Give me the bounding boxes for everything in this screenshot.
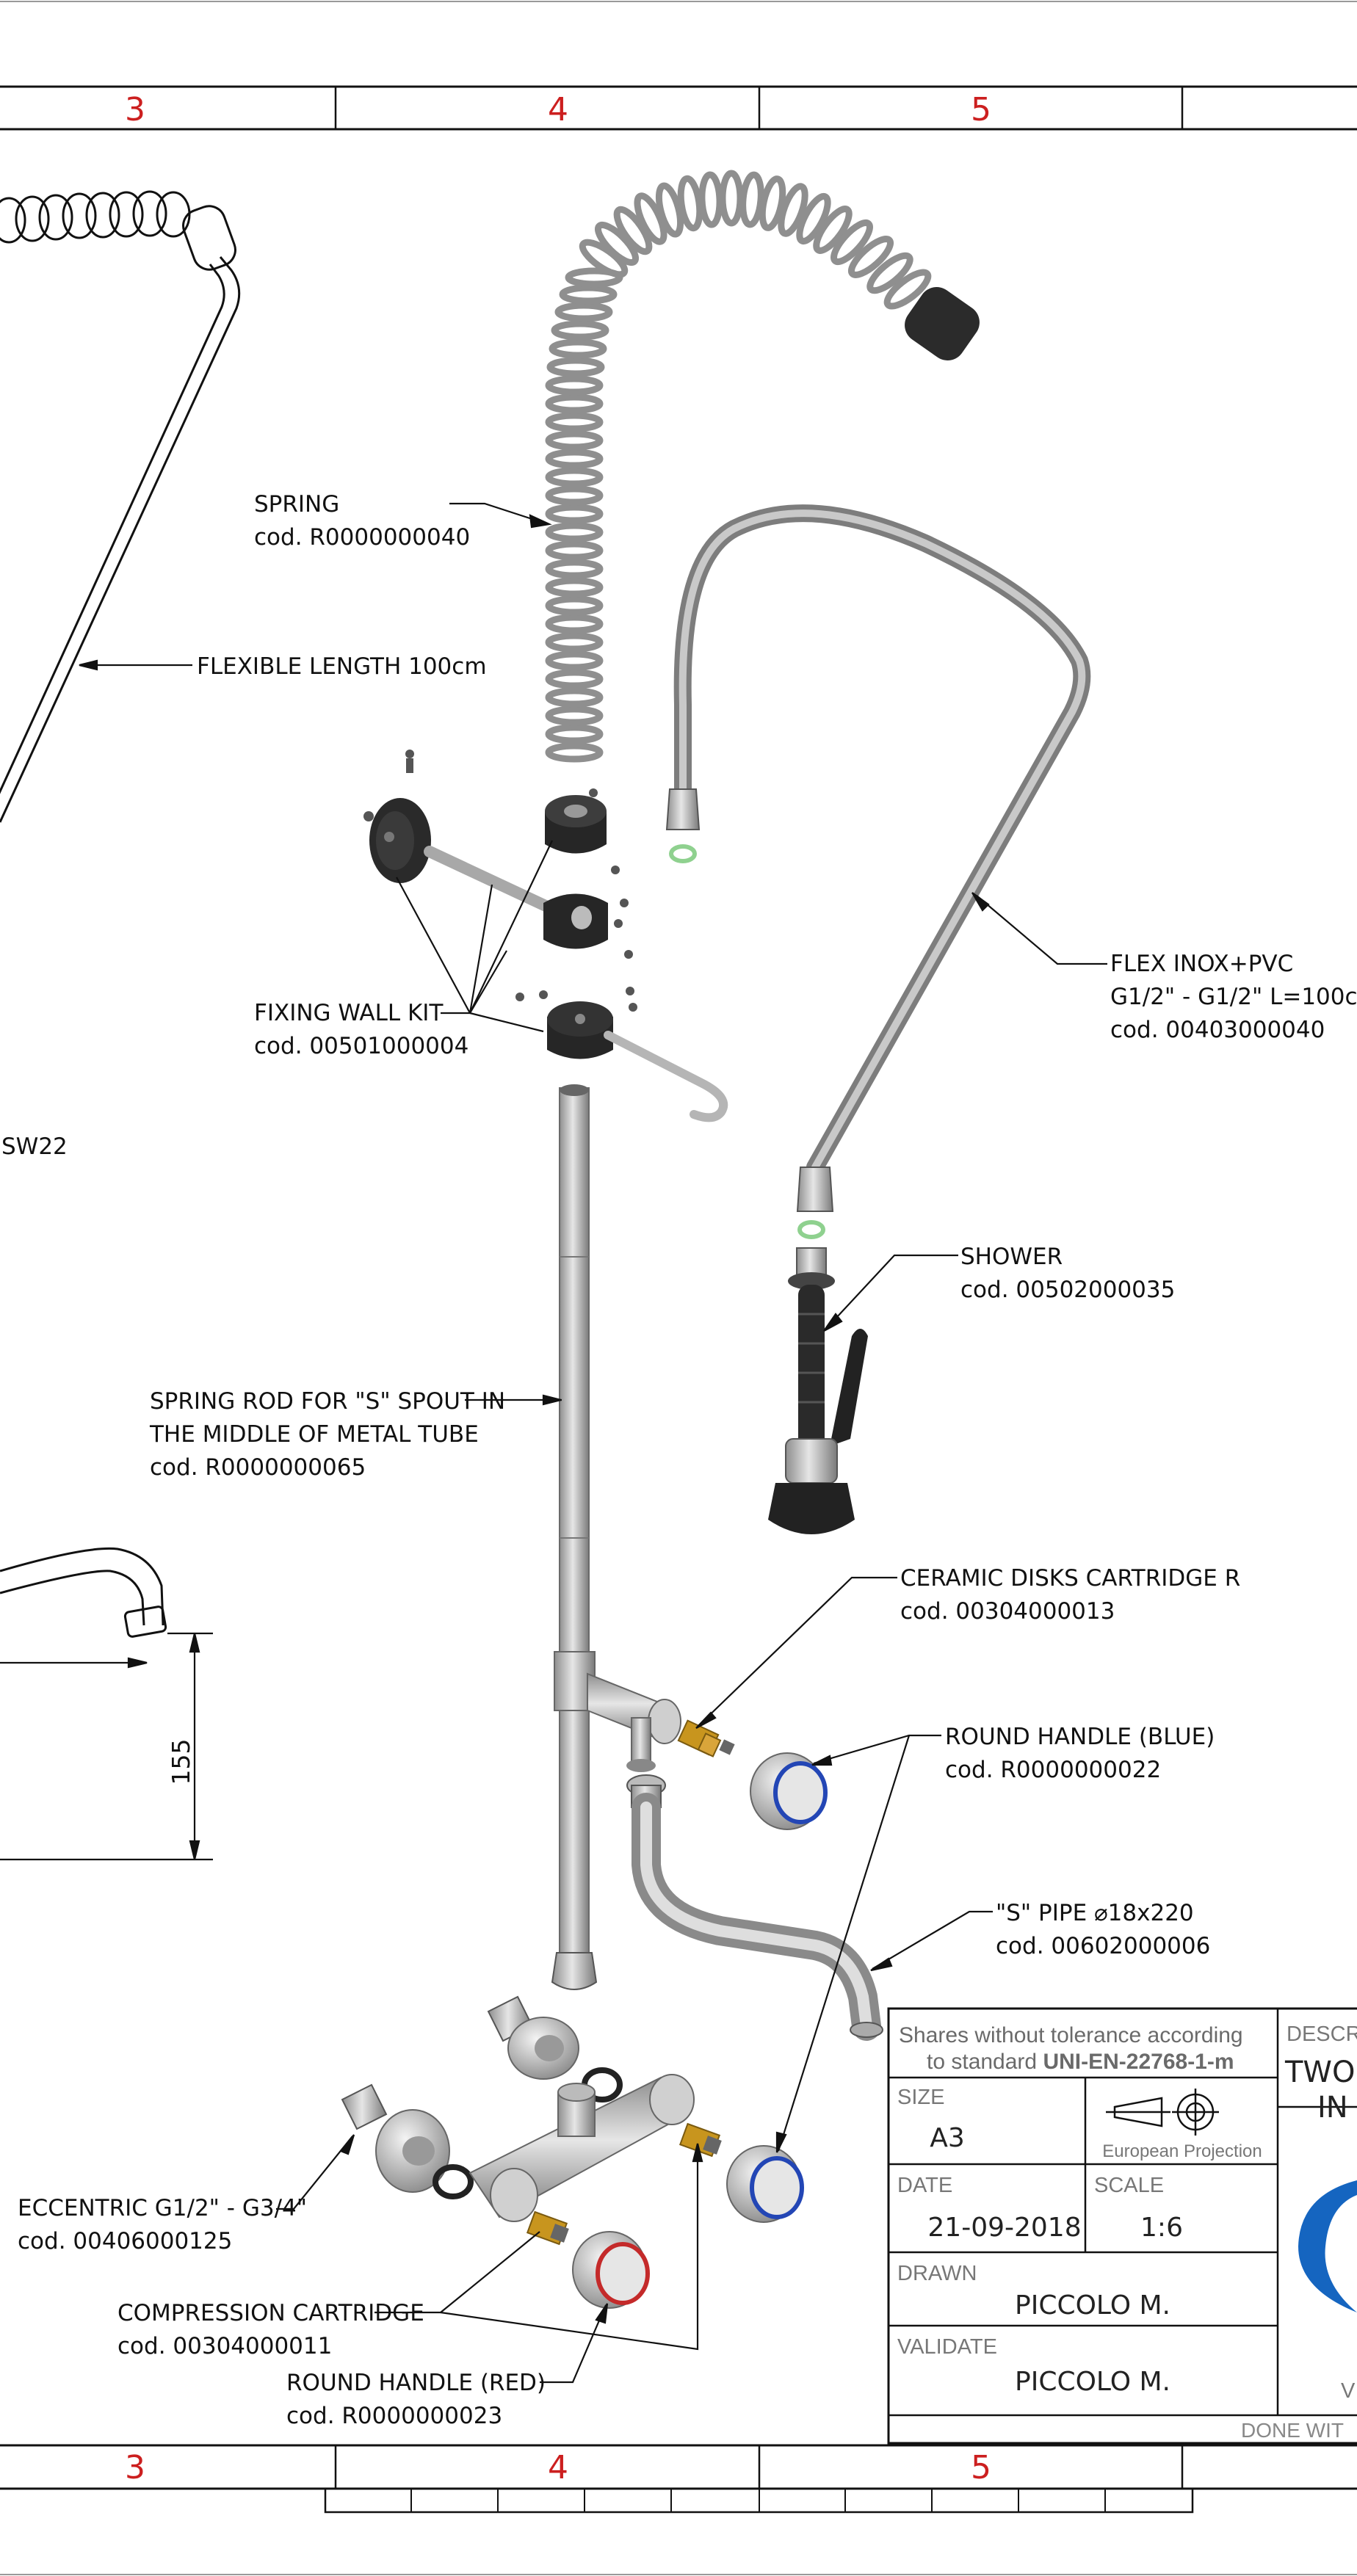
callout-sw22: SW22: [1, 1133, 68, 1160]
wall-kit-screws: [363, 750, 637, 1012]
zone-top-3: 3: [125, 91, 145, 128]
callout-wall-kit-code: cod. 00501000004: [254, 1033, 468, 1059]
size-label: SIZE: [897, 2086, 944, 2109]
tolerance-line-1: Shares without tolerance according: [899, 2023, 1243, 2047]
s-pipe: [626, 1774, 883, 2041]
drawn-label: DRAWN: [897, 2262, 977, 2285]
callout-spring-code: cod. R0000000040: [254, 524, 470, 551]
spring-end-cap: [905, 287, 980, 360]
zone-bottom-4: 4: [548, 2449, 568, 2486]
callout-s-pipe-code: cod. 00602000006: [996, 1933, 1210, 1959]
zone-bottom-3: 3: [125, 2449, 145, 2486]
dimension-155: [0, 1632, 213, 1861]
callout-spring-rod-line2: THE MIDDLE OF METAL TUBE: [149, 1421, 479, 1448]
callout-handle-red-title: ROUND HANDLE (RED): [286, 2370, 546, 2396]
overview-s-pipe: [0, 1547, 167, 1638]
callout-flex-inox-spec: G1/2" - G1/2" L=100cm: [1110, 984, 1357, 1010]
callout-eccentric-title: ECCENTRIC G1/2" - G3/4": [18, 2195, 307, 2221]
zone-top-4: 4: [548, 91, 568, 128]
callout-flex-inox-title: FLEX INOX+PVC: [1110, 951, 1293, 977]
scale-value: 1:6: [1140, 2213, 1183, 2243]
wall-mixer-body: [341, 1995, 722, 2246]
title-block: [887, 2007, 1357, 2445]
hose-fittings: [665, 788, 834, 1239]
callout-compression-code: cod. 00304000011: [117, 2333, 332, 2359]
callout-spring-rod-code: cod. R0000000065: [150, 1454, 366, 1481]
spring-rod-tube: [551, 1084, 598, 1990]
callout-shower-title: SHOWER: [960, 1244, 1063, 1270]
ceramic-cartridge: [677, 1719, 735, 1757]
callout-handle-blue-title: ROUND HANDLE (BLUE): [945, 1724, 1215, 1750]
scale-label: SCALE: [1094, 2174, 1164, 2197]
leader-lines: [79, 502, 1107, 2384]
description-label: DESCR: [1287, 2022, 1357, 2046]
zone-top-5: 5: [971, 91, 991, 128]
spring-coil: [545, 170, 932, 763]
description-line-2: IN T: [1317, 2091, 1357, 2125]
date-label: DATE: [897, 2174, 952, 2197]
callout-ceramic-code: cod. 00304000013: [900, 1598, 1115, 1625]
shower-head: [768, 1247, 868, 1534]
flex-hose: [673, 504, 1091, 1176]
overview-flexible-hose: [0, 256, 241, 823]
callout-handle-blue-code: cod. R0000000022: [945, 1757, 1161, 1783]
overview-spring-coil: [0, 190, 236, 271]
zone-bottom-5: 5: [971, 2449, 991, 2486]
validate-value: PICCOLO M.: [1015, 2367, 1170, 2397]
dimension-label: 155: [167, 1739, 195, 1785]
callout-wall-kit-title: FIXING WALL KIT: [254, 1000, 444, 1026]
callout-shower-code: cod. 00502000035: [960, 1277, 1175, 1303]
round-handle-blue-upper: [750, 1752, 828, 1830]
european-projection-symbol: [1106, 2089, 1219, 2136]
footer-fragment: DONE WIT: [1241, 2419, 1344, 2442]
callout-eccentric-code: cod. 00406000125: [18, 2228, 232, 2254]
callout-spring-rod-line1: SPRING ROD FOR "S" SPOUT IN: [150, 1388, 505, 1415]
drawn-value: PICCOLO M.: [1015, 2290, 1170, 2321]
callout-flex-inox-code: cod. 00403000040: [1110, 1017, 1325, 1043]
projection-caption: European Projection: [1102, 2141, 1262, 2161]
callout-spring-title: SPRING: [254, 491, 339, 518]
callout-flexible-length: FLEXIBLE LENGTH 100cm: [197, 653, 487, 680]
side-fragment: V: [1341, 2379, 1356, 2403]
callout-ceramic-title: CERAMIC DISKS CARTRIDGE R: [900, 1565, 1240, 1592]
size-value: A3: [930, 2123, 965, 2153]
date-value: 21-09-2018: [927, 2213, 1081, 2243]
validate-label: VALIDATE: [897, 2335, 997, 2359]
callout-compression-title: COMPRESSION CARTRIDGE: [117, 2300, 424, 2326]
t-fitting: [554, 1651, 681, 1772]
fixing-wall-kit: [363, 750, 728, 1122]
callout-s-pipe-title: "S" PIPE ⌀18x220: [996, 1900, 1194, 1926]
round-handle-blue-lower: [726, 2145, 804, 2223]
callout-handle-red-code: cod. R0000000023: [286, 2403, 502, 2429]
company-logo: [1298, 2180, 1357, 2312]
tolerance-line-2: to standard UNI-EN-22768-1-m: [927, 2050, 1234, 2074]
round-handle-red: [572, 2231, 650, 2309]
description-line-1: TWO H: [1284, 2056, 1357, 2089]
